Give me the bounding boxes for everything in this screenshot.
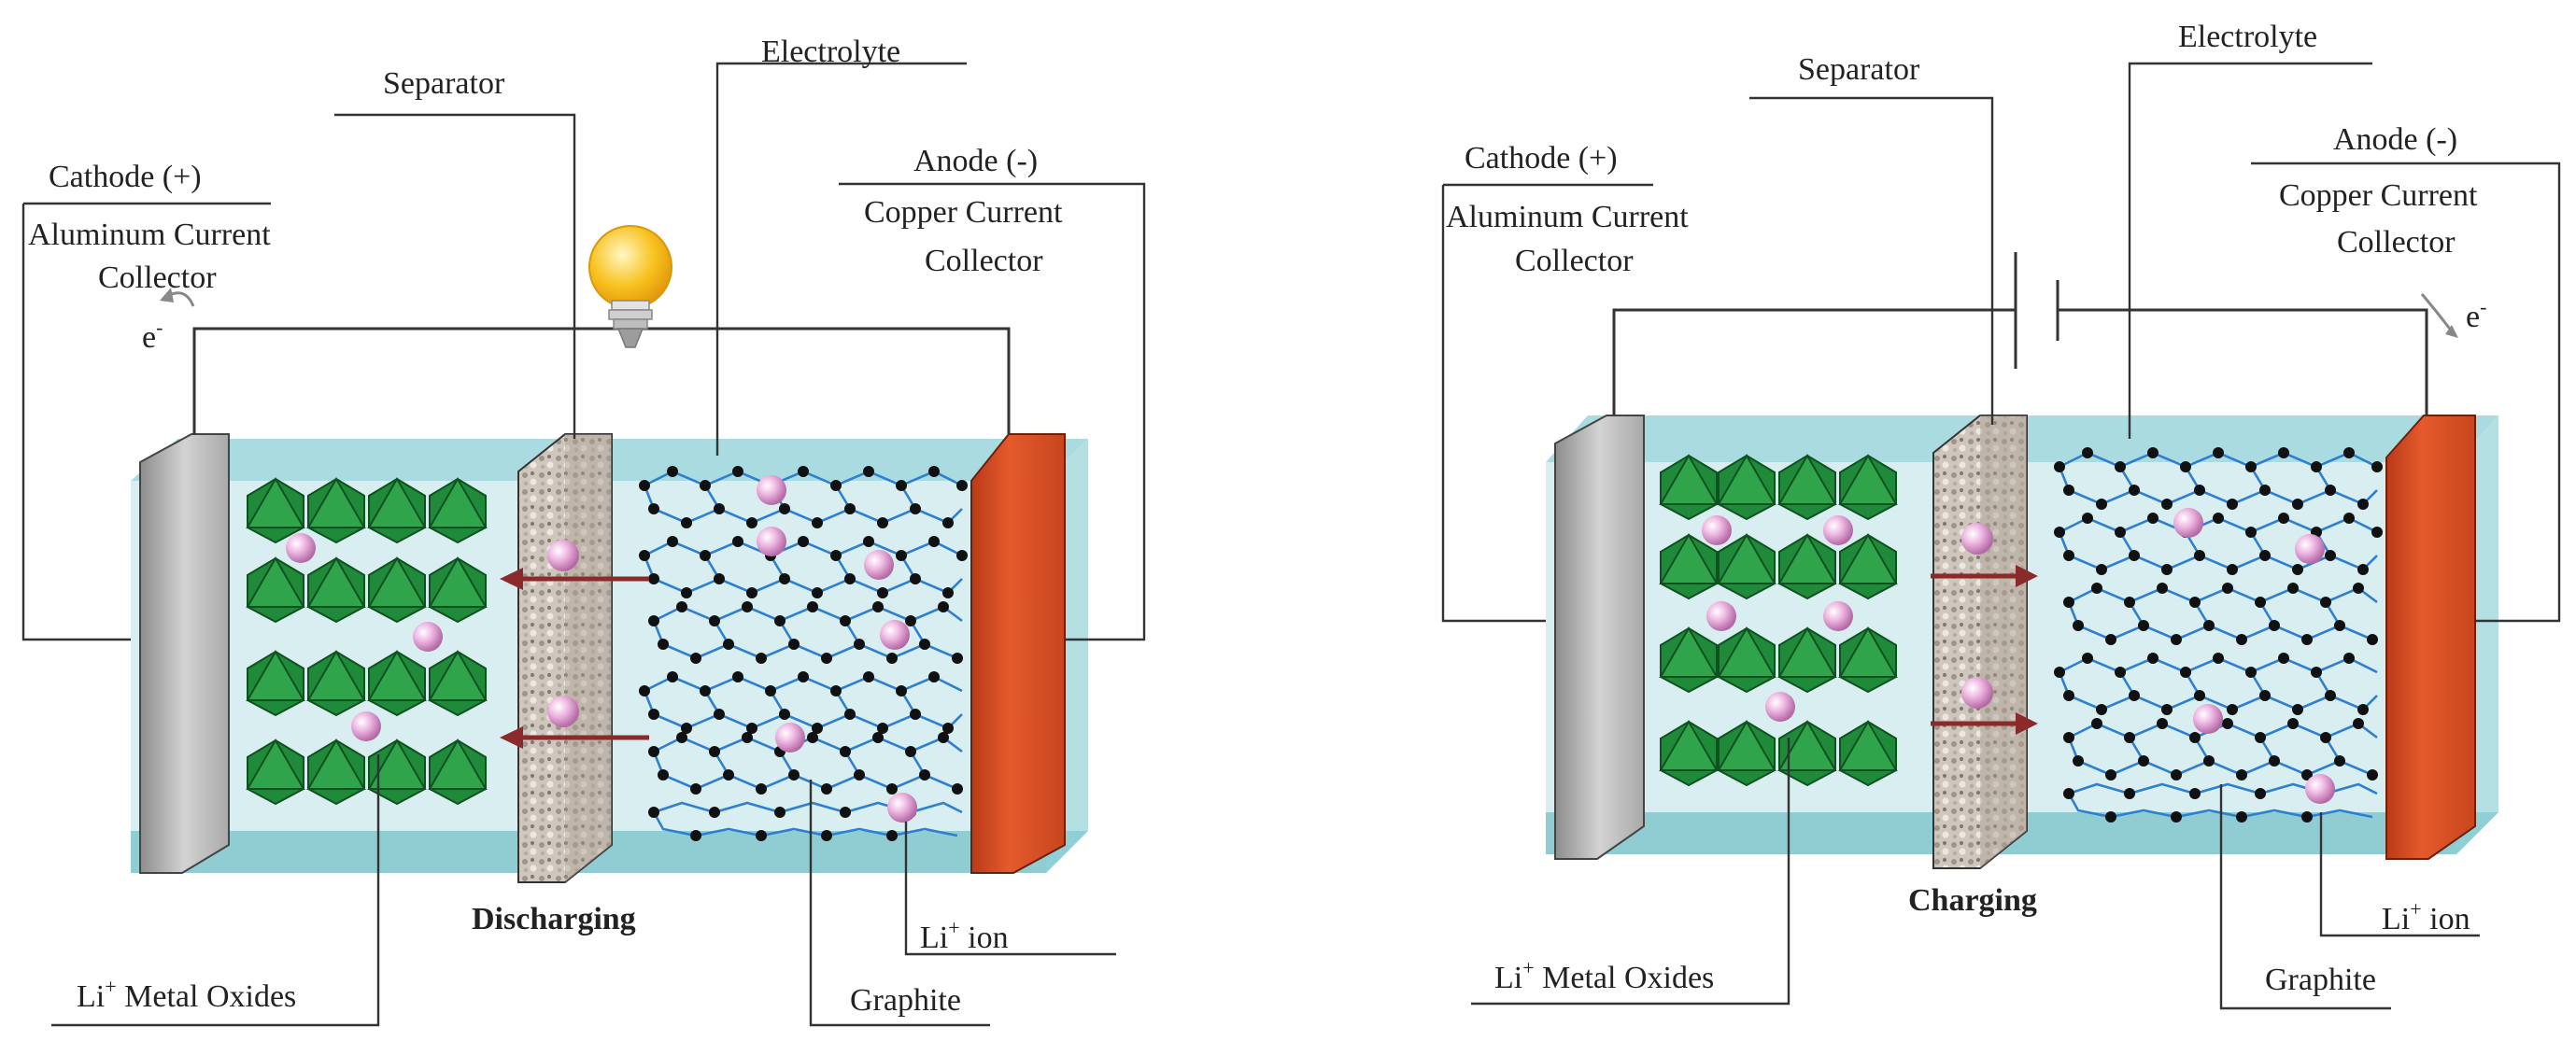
battery-source-icon xyxy=(2014,252,2059,369)
graphite-layers xyxy=(639,466,968,841)
charging-title: Charging xyxy=(1908,883,2037,918)
electron-label-charging: e- xyxy=(2466,295,2486,334)
separator-label-charging: Separator xyxy=(1798,52,1920,87)
graphite-leader xyxy=(809,780,990,1027)
copper-label-charging-1: Copper Current xyxy=(2279,178,2478,213)
aluminum-label-1: Aluminum Current xyxy=(28,218,271,252)
cathode-label: Cathode (+) xyxy=(49,160,202,194)
aluminum-label-2: Collector xyxy=(98,260,217,295)
discharging-title: Discharging xyxy=(472,902,636,936)
electrolyte-label-charging: Electrolyte xyxy=(2178,20,2317,54)
anode-label-charging: Anode (-) xyxy=(2333,122,2457,157)
copper-label-charging-2: Collector xyxy=(2337,225,2456,260)
anode-label: Anode (-) xyxy=(913,144,1038,178)
cathode-label-charging: Cathode (+) xyxy=(1465,141,1618,176)
aluminum-collector-charging xyxy=(1554,415,1645,860)
li-ions xyxy=(286,475,917,823)
copper-collector-charging xyxy=(2385,415,2476,860)
external-circuit-charging xyxy=(1612,308,2016,415)
electrolyte-leader xyxy=(715,62,967,456)
li-oxides-label-charging: Li+ Metal Oxides xyxy=(1494,956,1714,995)
external-circuit xyxy=(192,327,1011,434)
electrolyte-label: Electrolyte xyxy=(761,35,900,69)
oxide-leader xyxy=(51,754,380,1027)
aluminum-label-charging-1: Aluminum Current xyxy=(1446,200,1689,234)
li-ion-label-charging: Li+ ion xyxy=(2382,897,2470,936)
discharging-panel: Cathode (+) Aluminum Current Collector e… xyxy=(21,35,1146,1027)
light-bulb-icon xyxy=(588,225,672,348)
graphite-label-charging: Graphite xyxy=(2265,963,2376,997)
aluminum-collector xyxy=(139,433,230,874)
copper-leader xyxy=(839,182,1146,641)
separator xyxy=(517,433,613,883)
aluminum-leader xyxy=(21,204,131,641)
charging-panel: Cathode (+) Aluminum Current Collector S… xyxy=(1441,20,2561,1010)
ion-flow-arrows-charging xyxy=(1931,565,2038,735)
copper-collector xyxy=(970,433,1066,874)
aluminum-label-charging-2: Collector xyxy=(1515,244,1634,278)
li-oxides-label: Li+ Metal Oxides xyxy=(77,975,296,1014)
electron-label: e- xyxy=(142,316,163,355)
li-ions-charging xyxy=(1702,508,2335,804)
li-ion-leader xyxy=(904,822,1116,956)
graphite-label: Graphite xyxy=(850,983,961,1018)
copper-label-2: Collector xyxy=(925,244,1043,278)
copper-label-1: Copper Current xyxy=(864,195,1063,230)
separator-label: Separator xyxy=(383,66,505,101)
separator-charging xyxy=(1932,415,2028,869)
ion-flow-arrows xyxy=(500,568,649,749)
li-ion-label: Li+ ion xyxy=(920,916,1009,955)
graphite-layers-charging xyxy=(2054,447,2383,823)
separator-leader xyxy=(334,113,576,439)
